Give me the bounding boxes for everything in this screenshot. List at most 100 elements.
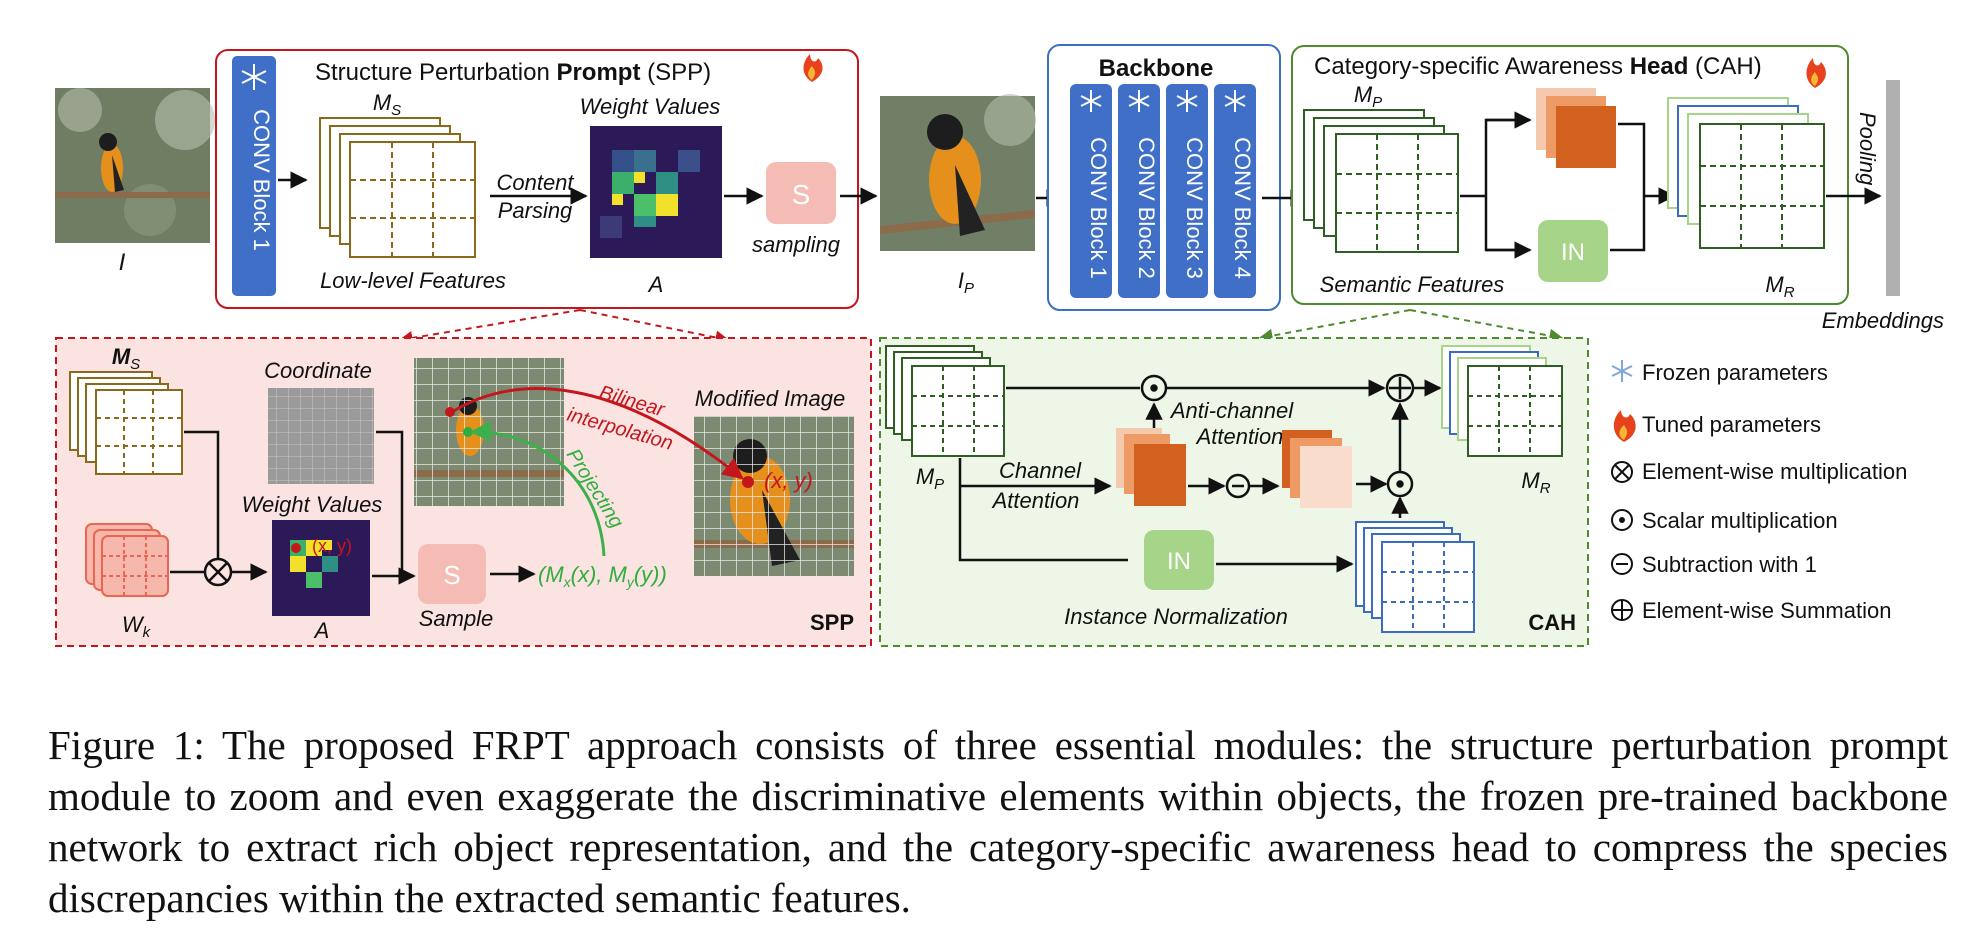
modified-bird-image: (x, y) [694, 416, 854, 576]
legend-elem-mult: Element-wise multiplication [1642, 459, 1907, 484]
legend-scalar-mult: Scalar multiplication [1642, 508, 1838, 533]
content-label: Content [496, 170, 574, 195]
heatmap-xy-label: (x, y) [312, 536, 352, 556]
elementwise-sum-symbol [1385, 373, 1415, 403]
channel-label-2: Attention [991, 488, 1080, 513]
wk-stack [85, 523, 169, 597]
cah-detail-connector-left [1258, 309, 1411, 343]
spp-detail-weight-values-label: Weight Values [242, 492, 383, 517]
backbone-block-3-label: CONV Block 3 [1182, 137, 1207, 279]
input-label: I [119, 249, 126, 276]
mr-feature-stack [1667, 97, 1825, 249]
legend-tuned: Tuned parameters [1642, 412, 1821, 437]
spp-conv-block-label: CONV Block 1 [249, 109, 274, 251]
gridded-bird-image [414, 358, 564, 506]
mp-feature-stack [1303, 109, 1459, 253]
sample-box [766, 162, 836, 224]
ms-label: MS [373, 90, 401, 119]
backbone-block-4-label: CONV Block 4 [1230, 137, 1255, 279]
figure-caption: Figure 1: The proposed FRPT approach con… [48, 722, 1948, 921]
backbone-title: Backbone [1099, 55, 1214, 82]
spp-detail-a-label: A [313, 618, 330, 643]
cah-detail-mr-label: MR [1521, 468, 1550, 497]
spp-detail-connector-right [579, 309, 730, 345]
snowflake-icon [241, 64, 267, 90]
parsing-label: Parsing [498, 198, 573, 223]
spp-detail-sample-symbol: S [443, 560, 460, 590]
legend-elementwise-sum-icon [1611, 599, 1633, 621]
frpt-diagram: I Structure Perturbation Prompt (SPP) CO… [55, 44, 1944, 647]
legend-subtract-icon [1611, 553, 1633, 575]
input-bird-image [55, 88, 215, 243]
channel-attention-stack [1116, 428, 1186, 506]
weight-values-label: Weight Values [580, 94, 721, 119]
legend-elem-sum: Element-wise Summation [1642, 598, 1891, 623]
semantic-features-label: Semantic Features [1320, 272, 1505, 297]
wk-label: Wk [122, 612, 152, 641]
mr-label: MR [1765, 272, 1794, 301]
anti-channel-label-1: Anti-channel [1169, 398, 1294, 423]
cah-detail-mp-stack [885, 345, 1005, 457]
legend-flame-icon [1613, 410, 1636, 442]
in-box-top-label: IN [1561, 239, 1585, 266]
in-box-top [1538, 220, 1608, 282]
cah-flame-icon [1806, 58, 1826, 88]
backbone-block-1 [1070, 84, 1112, 298]
bilinear-arrow [451, 387, 744, 480]
merge-lines [1610, 122, 1646, 252]
instance-norm-label: Instance Normalization [1064, 604, 1288, 629]
channel-label-1: Channel [999, 458, 1082, 483]
modified-xy-label: (x, y) [764, 468, 813, 493]
mp-lower-path [958, 458, 1128, 562]
attention-stack [1536, 88, 1616, 168]
low-level-features-label: Low-level Features [320, 268, 506, 293]
spp-conv-block [232, 56, 276, 296]
spp-detail-ms-stack [69, 371, 183, 475]
ms-to-mult-line [184, 430, 220, 558]
sample-label: Sample [419, 606, 494, 631]
spp-detail-ms-label: MS [112, 344, 140, 373]
legend-scalar-mult-icon [1611, 509, 1633, 531]
sample-symbol: S [792, 179, 811, 210]
anti-channel-label-2: Attention [1195, 424, 1284, 449]
a-label: A [647, 272, 664, 297]
pooling-label: Pooling [1855, 112, 1880, 186]
cah-detail-tag: CAH [1528, 610, 1576, 635]
anti-attention-stack [1282, 430, 1352, 508]
spp-detail-sample-box [418, 544, 486, 604]
perturbed-bird-image [880, 94, 1036, 251]
cah-title: Category-specific Awareness Head (CAH) [1314, 53, 1762, 80]
mp-label: MP [1354, 82, 1382, 111]
coordinate-label: Coordinate [264, 358, 372, 383]
legend-subtract: Subtraction with 1 [1642, 552, 1817, 577]
in-box-bottom-label: IN [1167, 548, 1191, 575]
legend-snowflake-icon [1611, 360, 1633, 382]
legend-elementwise-mult-icon [1611, 461, 1633, 483]
cah-detail-mp-label: MP [916, 464, 944, 493]
normalized-stack [1355, 521, 1475, 633]
ip-label: IP [958, 268, 974, 297]
ms-feature-stack [319, 117, 476, 258]
sampling-label: sampling [752, 232, 841, 257]
embedding-bar [1886, 80, 1900, 296]
spp-detail-heatmap: (x, y) [272, 520, 370, 616]
spp-detail-connector-left [398, 309, 581, 345]
backbone-block-1-label: CONV Block 1 [1086, 137, 1111, 279]
spp-detail-tag: SPP [810, 610, 854, 635]
mapping-formula: (Mx(x), My(y)) [538, 562, 667, 590]
coordinate-grid [268, 388, 374, 484]
cah-detail-connector-right [1409, 309, 1564, 343]
spp-title: Structure Perturbation Prompt (SPP) [315, 59, 711, 86]
backbone-blocks [1070, 84, 1256, 298]
backbone-block-4 [1214, 84, 1256, 298]
backbone-snowflake-icons [1080, 90, 1246, 112]
modified-image-label: Modified Image [695, 386, 845, 411]
legend-frozen: Frozen parameters [1642, 360, 1828, 385]
weight-heatmap [590, 126, 722, 258]
coord-to-sample-line [376, 430, 404, 578]
embeddings-label: Embeddings [1822, 308, 1944, 333]
projecting-arrow [469, 420, 606, 557]
backbone-block-2 [1118, 84, 1160, 298]
cah-detail-mr-stack [1441, 345, 1563, 457]
flame-icon [803, 54, 823, 82]
